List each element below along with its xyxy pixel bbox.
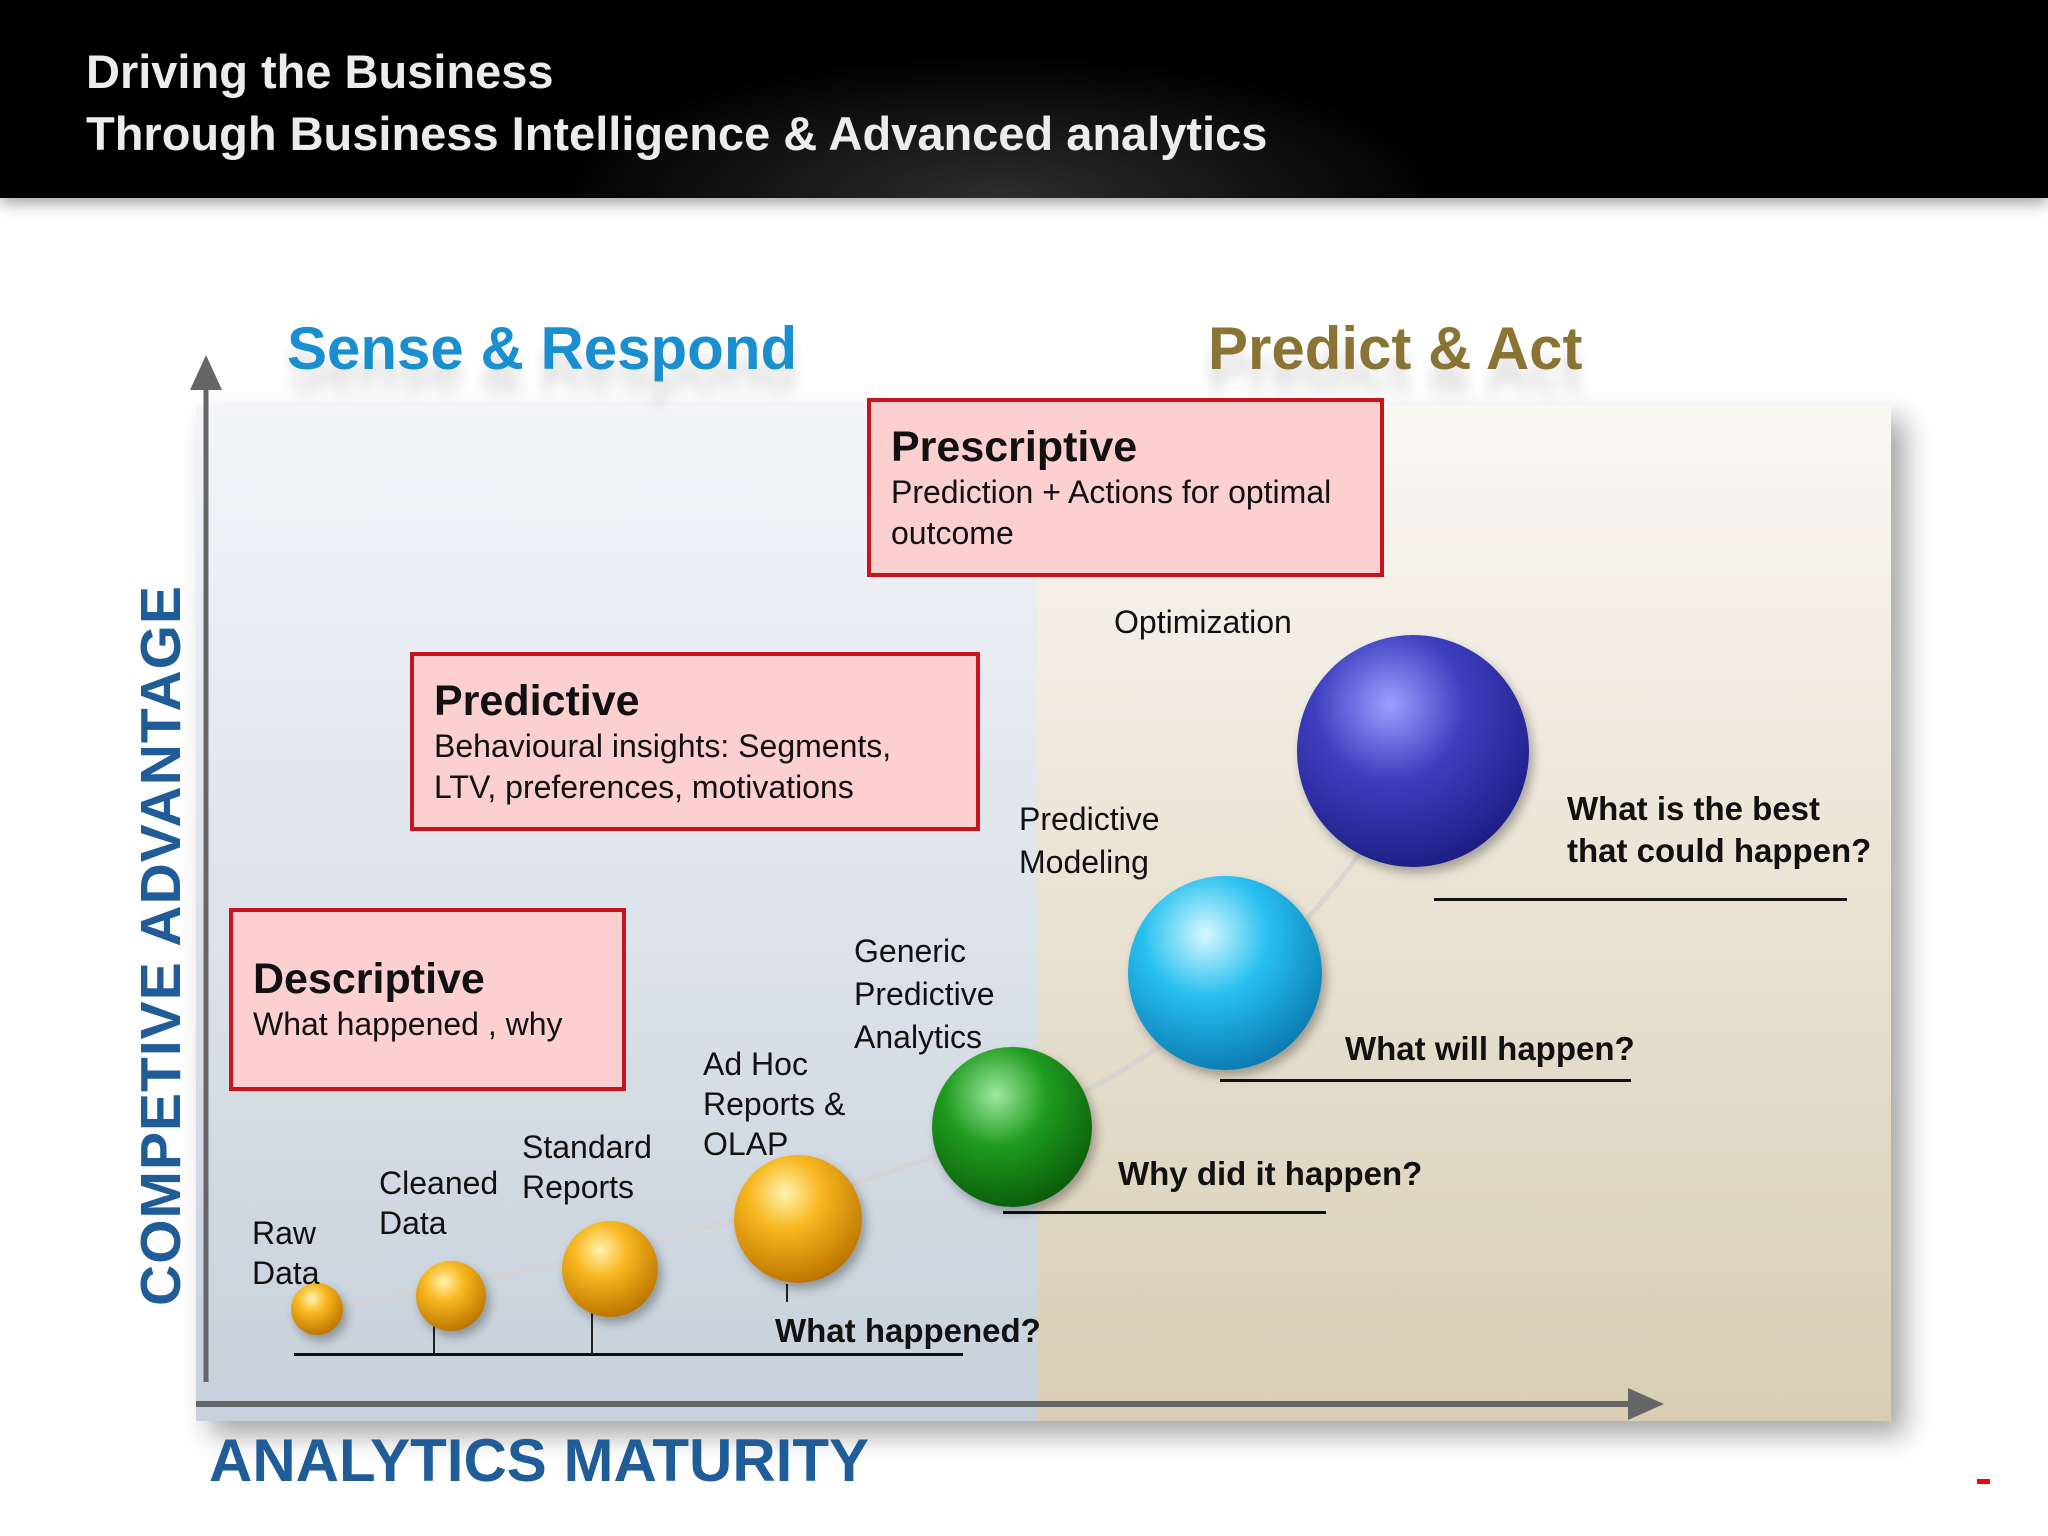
adhoc-sphere [734, 1155, 862, 1283]
best-underline [1434, 898, 1847, 901]
raw-data-sphere [291, 1283, 343, 1335]
question-why: Why did it happen? [1118, 1155, 1423, 1192]
descriptive-box: Descriptive What happened , why [229, 908, 626, 1091]
predictive-desc: Behavioural insights: Segments, LTV, pre… [434, 728, 892, 805]
red-marker [1977, 1479, 1990, 1484]
stem-cleaned [433, 1326, 435, 1354]
x-axis-label: ANALYTICS MATURITY [209, 1427, 869, 1494]
baseline-underline [294, 1353, 963, 1356]
predict-act-heading: Predict & Act [1208, 315, 1583, 382]
generic-predictive-sphere [932, 1047, 1092, 1207]
will-underline [1220, 1079, 1631, 1082]
prescriptive-box: Prescriptive Prediction + Actions for op… [867, 398, 1384, 577]
slide-header: Driving the Business Through Business In… [0, 0, 2048, 198]
stem-adhoc [786, 1284, 788, 1302]
y-axis-arrowhead [190, 355, 222, 390]
question-what-happened: What happened? [775, 1312, 1041, 1349]
standard-reports-sphere [562, 1221, 658, 1317]
stem-standard [591, 1312, 593, 1354]
prescriptive-desc: Prediction + Actions for optimal outcome [891, 474, 1332, 551]
y-axis-label: COMPETIVE ADVANTAGE [129, 585, 193, 1306]
optimization-sphere [1297, 635, 1529, 867]
title-line-2: Through Business Intelligence & Advanced… [86, 107, 1268, 160]
cleaned-data-sphere [416, 1261, 486, 1331]
why-underline [1003, 1211, 1326, 1214]
descriptive-title: Descriptive [253, 955, 485, 1003]
label-optimization: Optimization [1114, 604, 1292, 640]
predictive-modeling-sphere [1128, 876, 1322, 1070]
sense-respond-heading: Sense & Respond [287, 315, 798, 382]
question-what-will: What will happen? [1345, 1030, 1635, 1067]
title-line-1: Driving the Business [86, 45, 554, 98]
x-axis-arrowhead [1628, 1388, 1664, 1420]
descriptive-desc: What happened , why [253, 1006, 563, 1042]
prescriptive-title: Prescriptive [891, 423, 1138, 471]
predictive-title: Predictive [434, 677, 640, 725]
predictive-box: Predictive Behavioural insights: Segment… [410, 652, 980, 831]
